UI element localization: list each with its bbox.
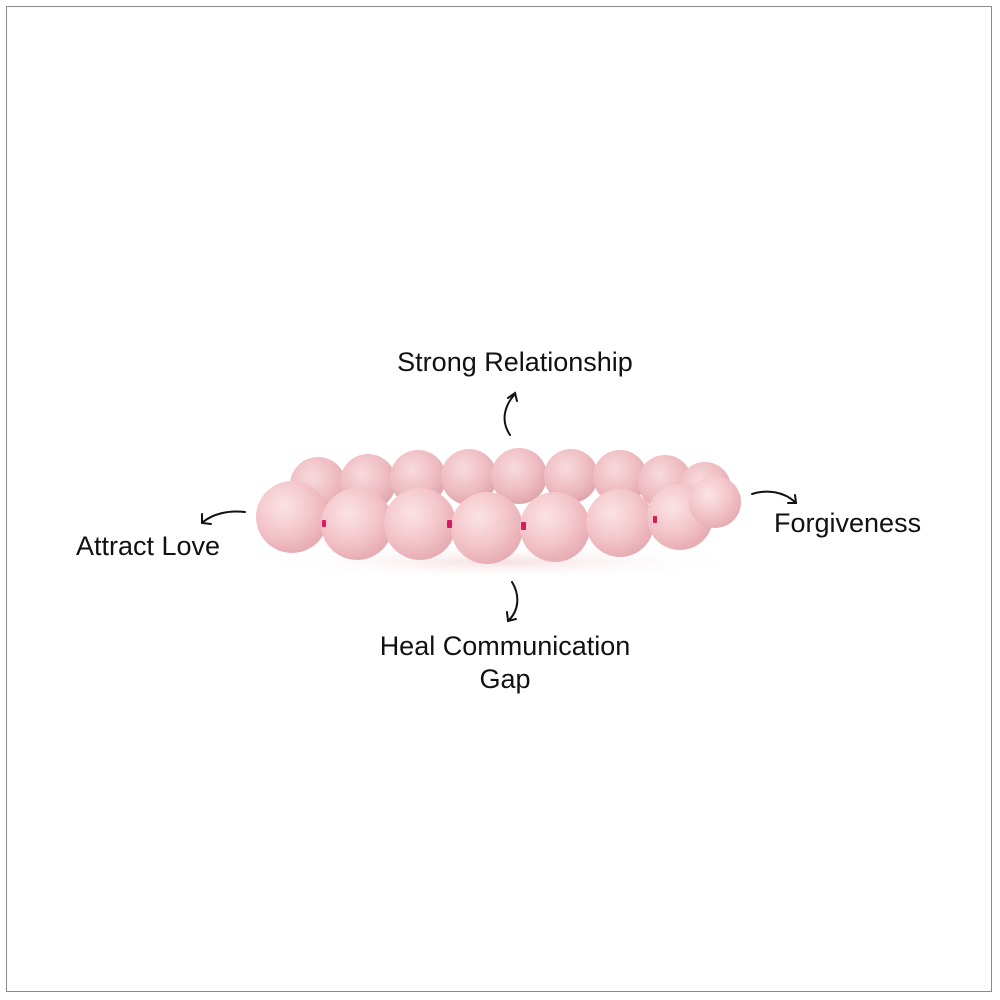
benefit-label-attract-love: Attract Love — [76, 531, 221, 561]
benefit-label-forgiveness: Forgiveness — [774, 508, 922, 538]
thread-segments — [322, 516, 657, 530]
benefit-label-line-2: Gap — [479, 664, 531, 694]
benefit-label-line-1: Heal Communication — [379, 631, 631, 661]
benefit-label-heal-communication-gap: Heal Communication Gap — [360, 630, 650, 696]
back-row-beads — [290, 448, 731, 514]
front-row-beads — [256, 476, 741, 564]
curved-arrow-icon — [201, 391, 798, 623]
benefit-label-strong-relationship: Strong Relationship — [397, 347, 633, 377]
